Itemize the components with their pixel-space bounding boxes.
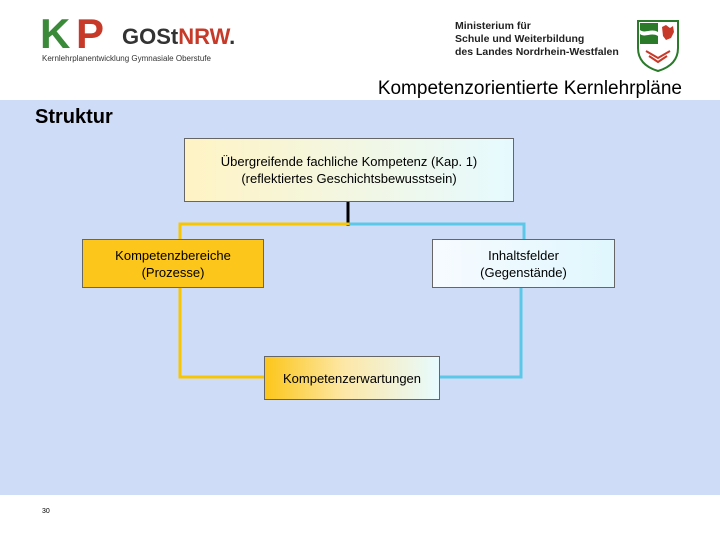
ministry-name: Ministerium für Schule und Weiterbildung… bbox=[455, 20, 625, 59]
kp-gost-nrw-logo: K P GOStNRW. Kernlehrplanentwicklung Gym… bbox=[40, 8, 240, 64]
logo-letter-k: K bbox=[40, 10, 70, 57]
logo-nrw: NRW bbox=[178, 24, 230, 49]
top-to-right-connector bbox=[349, 222, 526, 239]
competence-areas-line-1: Kompetenzbereiche bbox=[115, 247, 231, 263]
content-fields-line-2: (Gegenstände) bbox=[480, 264, 567, 280]
logo-gost: GOSt bbox=[122, 24, 179, 49]
competence-expectations-label: Kompetenzerwartungen bbox=[282, 370, 422, 386]
overarching-competence-line-1: Übergreifende fachliche Kompetenz (Kap. … bbox=[220, 154, 478, 169]
top-to-left-connector bbox=[178, 222, 349, 239]
kp-letters: K P bbox=[40, 8, 118, 57]
ministry-line-1: Ministerium für bbox=[455, 20, 531, 32]
left-to-bottom-connector bbox=[178, 288, 264, 379]
section-title: Struktur bbox=[35, 106, 113, 128]
overarching-competence-line-2: (reflektiertes Geschichtsbewusstsein) bbox=[241, 171, 457, 186]
nrw-crest-icon bbox=[637, 20, 679, 72]
ministry-line-2: Schule und Weiterbildung bbox=[455, 33, 585, 45]
competence-areas-box: Kompetenzbereiche (Prozesse) bbox=[82, 239, 264, 288]
document-title: Kompetenzorientierte Kernlehrpläne bbox=[377, 78, 682, 99]
header: K P GOStNRW. Kernlehrplanentwicklung Gym… bbox=[0, 0, 720, 100]
overarching-competence-box: Übergreifende fachliche Kompetenz (Kap. … bbox=[184, 138, 514, 202]
content-fields-line-1: Inhaltsfelder bbox=[488, 247, 559, 263]
content-fields-box: Inhaltsfelder (Gegenstände) bbox=[432, 239, 615, 288]
ministry-line-3: des Landes Nordrhein-Westfalen bbox=[455, 46, 619, 58]
page-number: 30 bbox=[42, 508, 50, 515]
right-to-bottom-connector bbox=[440, 288, 523, 379]
competence-areas-line-2: (Prozesse) bbox=[141, 264, 205, 280]
competence-expectations-box: Kompetenzerwartungen bbox=[264, 356, 440, 400]
logo-gost-nrw: GOStNRW. bbox=[122, 24, 236, 49]
logo-letter-p: P bbox=[76, 10, 105, 57]
logo-tagline: Kernlehrplanentwicklung Gymnasiale Obers… bbox=[42, 54, 211, 63]
